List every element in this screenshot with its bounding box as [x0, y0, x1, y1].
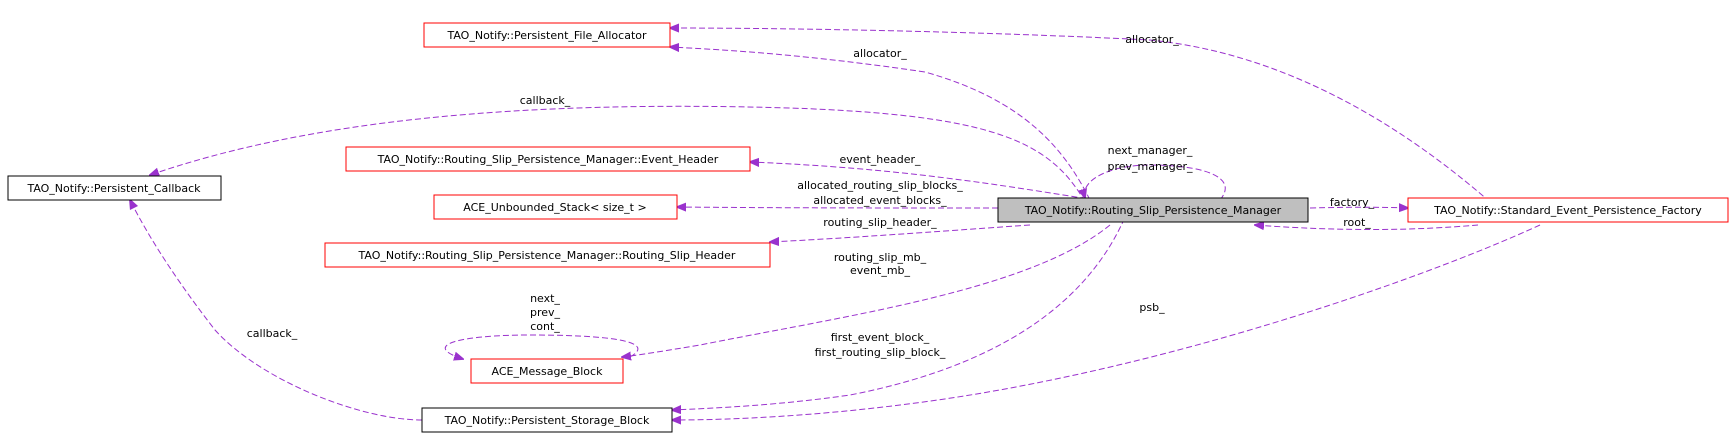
edge-message-block-self-loop — [444, 334, 639, 359]
edge-storage-block-persistent-callback — [130, 200, 423, 421]
edge-manager-factory — [1309, 207, 1408, 208]
edge-label-callback-left: callback_ — [247, 327, 298, 340]
node-persistent-file-allocator[interactable]: TAO_Notify::Persistent_File_Allocator — [423, 22, 671, 48]
node-message-block[interactable]: ACE_Message_Block — [470, 358, 624, 384]
edge-label-first-routing-slip-block: first_routing_slip_block_ — [815, 346, 946, 359]
node-label: TAO_Notify::Standard_Event_Persistence_F… — [1433, 204, 1702, 217]
edge-manager-self-loop — [1084, 164, 1226, 201]
node-label: TAO_Notify::Persistent_File_Allocator — [446, 29, 647, 42]
edge-label-allocated-routing-slip-blocks: allocated_routing_slip_blocks_ — [797, 179, 963, 192]
node-label: ACE_Message_Block — [492, 365, 604, 378]
edge-manager-unbounded-stack — [677, 207, 999, 208]
node-event-header[interactable]: TAO_Notify::Routing_Slip_Persistence_Man… — [345, 146, 751, 172]
edge-label-allocated-event-blocks: allocated_event_blocks_ — [813, 194, 947, 207]
edge-label-routing-slip-header: routing_slip_header_ — [823, 216, 937, 229]
edge-manager-event-header — [750, 162, 1096, 201]
node-label: TAO_Notify::Routing_Slip_Persistence_Man… — [358, 249, 736, 262]
node-unbounded-stack[interactable]: ACE_Unbounded_Stack< size_t > — [433, 194, 678, 220]
node-routing-slip-header[interactable]: TAO_Notify::Routing_Slip_Persistence_Man… — [324, 242, 771, 268]
node-label: TAO_Notify::Persistent_Callback — [26, 182, 201, 195]
edge-manager-file-allocator — [670, 47, 1091, 201]
edge-label-event-header: event_header_ — [839, 153, 921, 166]
edge-label-next-manager: next_manager_ — [1108, 144, 1193, 157]
edge-label-prev-manager: prev_manager_ — [1108, 160, 1193, 173]
edge-label-callback-top: callback_ — [520, 94, 571, 107]
edge-manager-persistent-callback — [150, 105, 1086, 203]
edge-label-routing-slip-mb: routing_slip_mb_ — [834, 251, 927, 264]
edge-label-psb: psb_ — [1139, 301, 1165, 314]
edge-factory-storage-block — [672, 224, 1541, 420]
edge-label-prev: prev_ — [530, 306, 561, 319]
edge-factory-manager-root — [1255, 225, 1479, 230]
node-routing-slip-persistence-manager[interactable]: TAO_Notify::Routing_Slip_Persistence_Man… — [997, 197, 1309, 223]
edge-label-root: root_ — [1343, 216, 1371, 229]
edge-manager-message-block — [622, 224, 1111, 357]
node-label: ACE_Unbounded_Stack< size_t > — [463, 201, 646, 214]
edge-label-allocator-mid: allocator_ — [853, 47, 907, 60]
node-label: TAO_Notify::Routing_Slip_Persistence_Man… — [377, 153, 719, 166]
node-label: TAO_Notify::Persistent_Storage_Block — [444, 414, 650, 427]
edge-label-first-event-block: first_event_block_ — [831, 331, 930, 344]
edge-label-cont: cont_ — [530, 320, 560, 333]
edge-factory-file-allocator — [670, 28, 1498, 209]
node-standard-event-persistence-factory[interactable]: TAO_Notify::Standard_Event_Persistence_F… — [1407, 197, 1729, 223]
edge-manager-storage-block — [672, 209, 1129, 410]
edge-label-next: next_ — [530, 292, 560, 305]
edge-label-factory: factory_ — [1330, 196, 1375, 209]
node-persistent-callback[interactable]: TAO_Notify::Persistent_Callback — [7, 175, 222, 201]
edge-label-event-mb: event_mb_ — [850, 264, 911, 277]
node-label: TAO_Notify::Routing_Slip_Persistence_Man… — [1024, 204, 1282, 217]
edge-label-allocator-top: allocator_ — [1125, 33, 1179, 46]
edge-manager-routing-slip-header — [770, 224, 1031, 242]
node-persistent-storage-block[interactable]: TAO_Notify::Persistent_Storage_Block — [421, 407, 673, 433]
